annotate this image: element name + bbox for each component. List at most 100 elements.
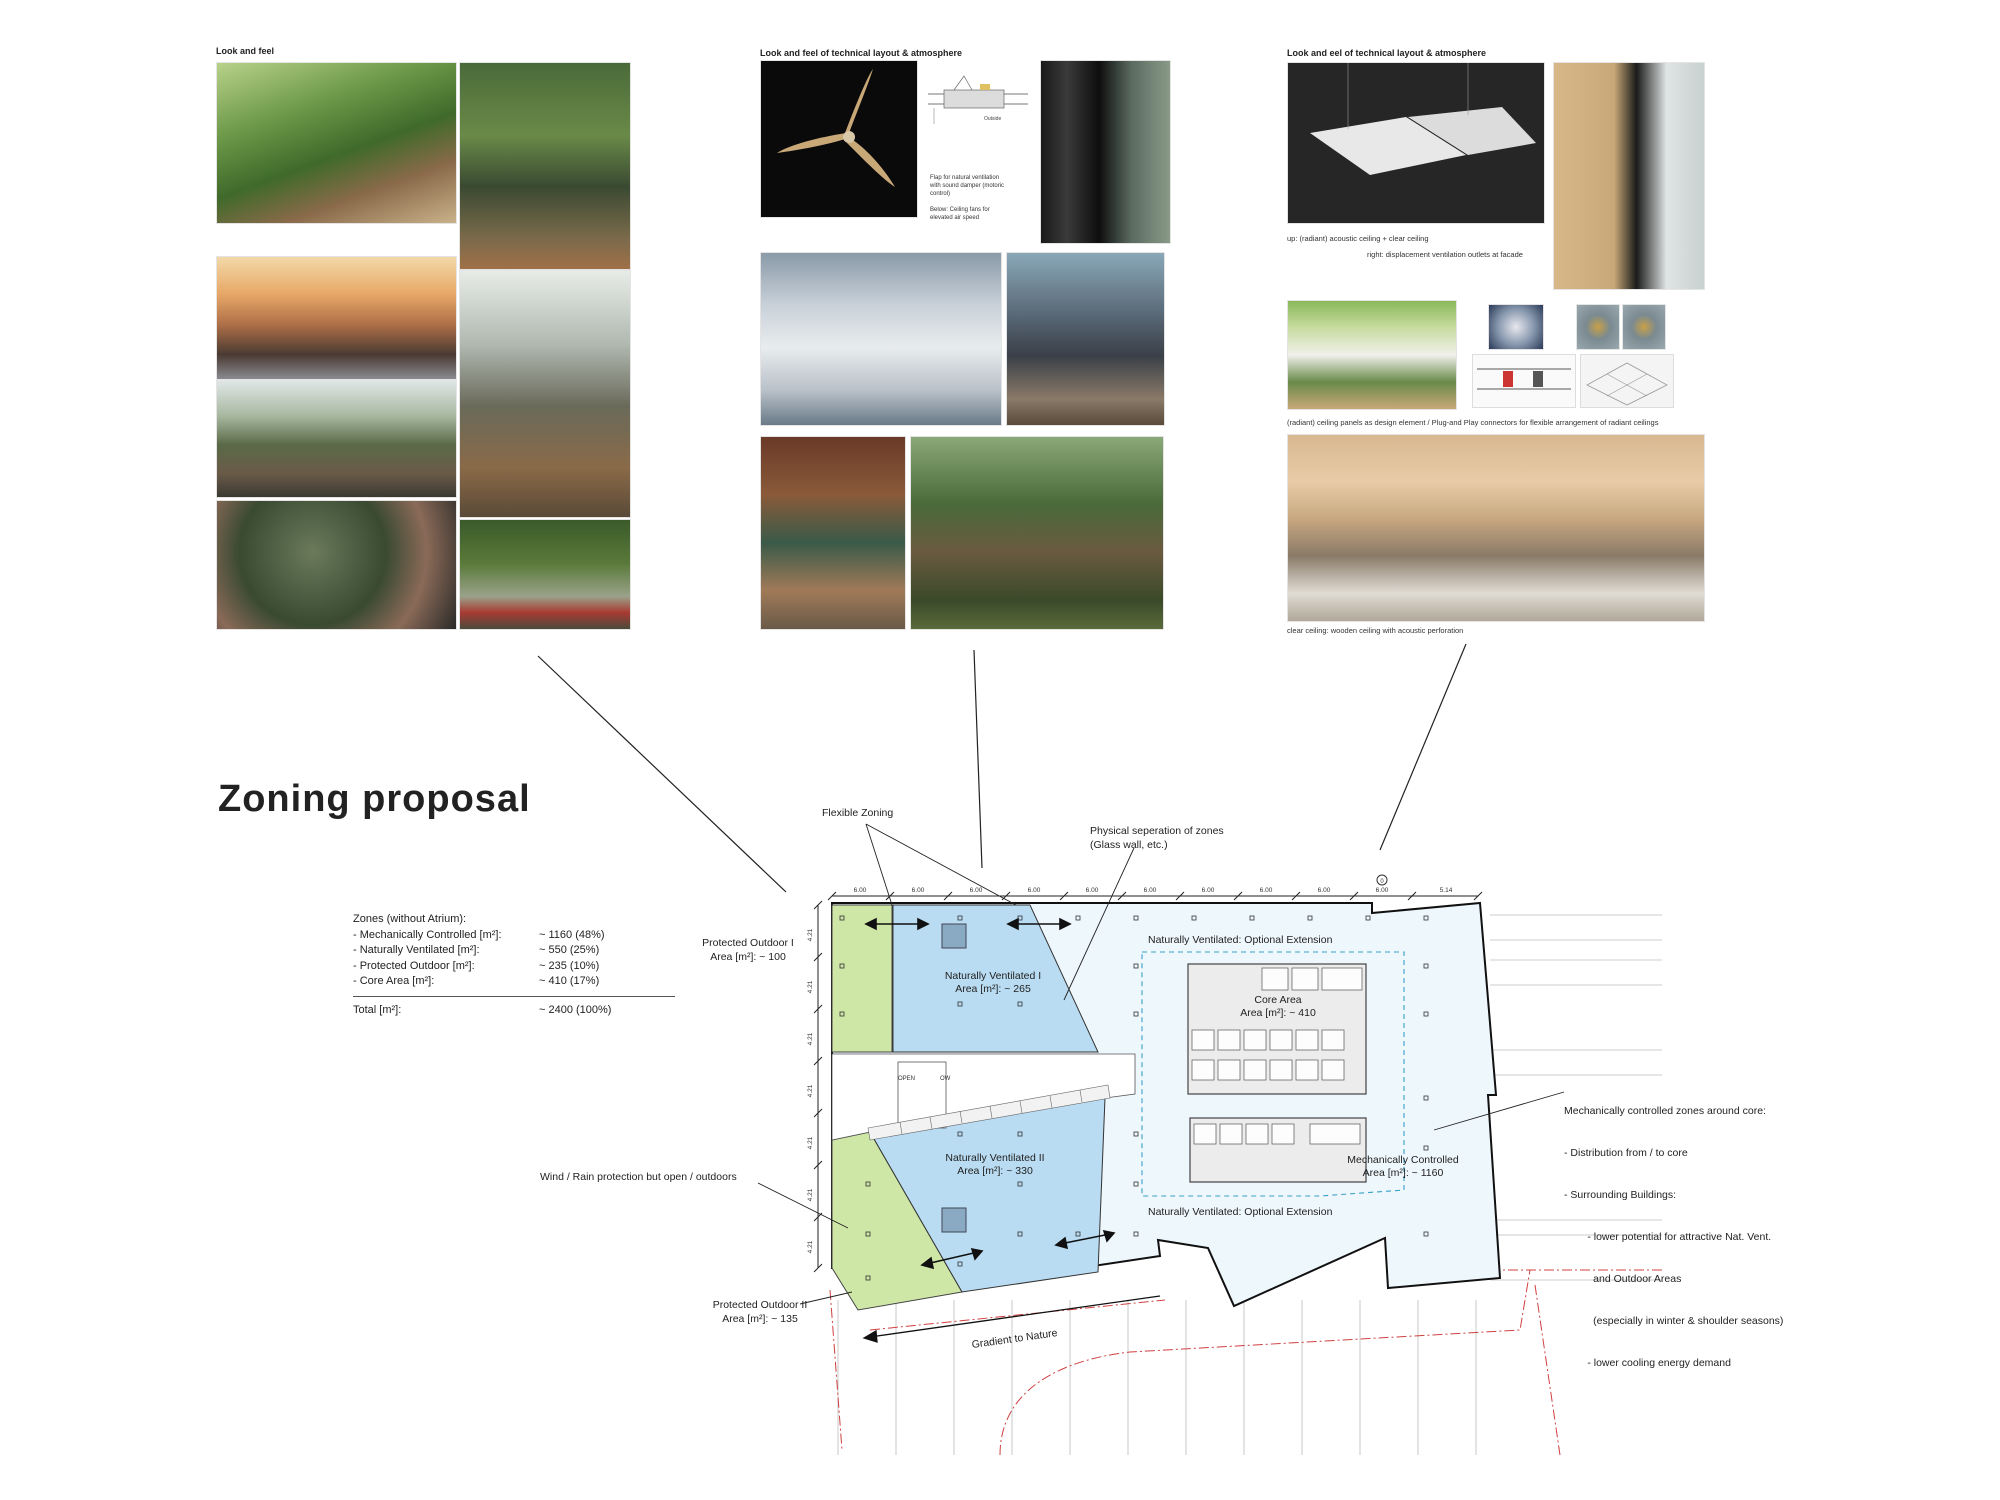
photo-rooftop-lounge — [216, 380, 457, 498]
flap-caption-line: Below: Ceiling fans for — [930, 207, 990, 213]
shaft-1 — [941, 923, 967, 949]
flap-caption: Flap for natural ventilation with sound … — [930, 174, 1004, 222]
nat-ext-top-label: Naturally Ventilated: Optional Extension — [1148, 934, 1333, 946]
zone-label: - Protected Outdoor [m²]: — [353, 959, 475, 972]
zones-row: - Core Area [m²]: ~ 410 (17%) — [353, 974, 683, 990]
mech-area: Area [m²]: ~ 1160 — [1362, 1167, 1444, 1179]
photo-plug-connector-3 — [1622, 304, 1666, 350]
dim-top: 5.14 — [1440, 887, 1453, 894]
acoustic-panel-illustration — [1310, 63, 1536, 175]
total-value: ~ 2400 (100%) — [539, 1003, 612, 1016]
total-label: Total [m²]: — [353, 1003, 402, 1016]
caption-radiant-panels: (radiant) ceiling panels as design eleme… — [1287, 418, 1659, 427]
photo-workspace-people — [1006, 252, 1165, 426]
dim-top: 6.00 — [1028, 887, 1041, 894]
zones-divider — [353, 995, 675, 997]
photo-garden-pavilion — [910, 436, 1164, 630]
core-label: Core Area Area [m²]: ~ 410 — [1208, 994, 1348, 1020]
flap-caption-line: elevated air speed — [930, 215, 980, 221]
caption-displacement-ventilation: right: displacement ventilation outlets … — [1367, 250, 1523, 259]
axis-marker-label: 0 — [1380, 879, 1384, 885]
dim-left: 4.21 — [807, 1188, 814, 1201]
axis-marker — [1376, 874, 1388, 886]
dim-top: 6.00 — [1202, 887, 1215, 894]
zones-heading: Zones (without Atrium): — [353, 913, 467, 925]
flap-caption-line: Flap for natural ventilation — [930, 175, 1000, 181]
zones-row: - Protected Outdoor [m²]:~ 235 (10%) — [353, 959, 683, 975]
core-name: Core Area — [1254, 994, 1302, 1006]
mech-note-line: and Outdoor Areas — [1564, 1273, 1682, 1285]
wind-rain-label: Wind / Rain protection but open / outdoo… — [540, 1171, 737, 1183]
column-grid — [839, 915, 1429, 1281]
dim-top: 6.00 — [970, 887, 983, 894]
physical-separation-line: Physical seperation of zones — [1090, 825, 1224, 837]
dim-top: 6.00 — [912, 887, 925, 894]
zones-divider-row — [353, 990, 683, 1003]
photo-balcony-reading — [216, 62, 457, 224]
photo-courtyard — [459, 270, 631, 518]
photo-plug-connector-1 — [1488, 304, 1544, 350]
mech-note-line: - lower cooling energy demand — [1564, 1357, 1731, 1369]
photo-green-terrace — [459, 62, 631, 270]
dim-left: 4.21 — [807, 928, 814, 941]
protected-outdoor-2-area: Area [m²]: ~ 135 — [722, 1313, 798, 1325]
nat-vent-1-name: Naturally Ventilated I — [944, 970, 1042, 982]
mech-note-line: (especially in winter & shoulder seasons… — [1564, 1315, 1784, 1327]
zone-label: - Naturally Ventilated [m²]: — [353, 944, 480, 956]
photo-plug-connector-2 — [1576, 304, 1620, 350]
dim-left: 4.21 — [807, 1136, 814, 1149]
flexible-zoning-label: Flexible Zoning — [822, 807, 894, 819]
photo-acoustic-ceiling — [1287, 62, 1545, 224]
panel-title-technical-layout: Look and feel of technical layout & atmo… — [760, 48, 963, 58]
zones-table: Zones (without Atrium): - Mechanically C… — [353, 912, 683, 1018]
mech-note-line: - lower potential for attractive Nat. Ve… — [1564, 1231, 1772, 1243]
dim-top: 6.00 — [1318, 887, 1331, 894]
zone-label: - Core Area [m²]: — [353, 975, 435, 987]
zones-row: - Mechanically Controlled [m²]:~ 1160 (4… — [353, 928, 683, 944]
zone-value: ~ 410 (17%) — [539, 975, 600, 987]
core-area: Area [m²]: ~ 410 — [1240, 1007, 1316, 1019]
photo-open-cafeteria — [760, 252, 1002, 426]
core-perimeter — [1141, 951, 1405, 1197]
dim-left: 4.21 — [807, 1240, 814, 1253]
caption-wooden-ceiling: clear ceiling: wooden ceiling with acous… — [1287, 626, 1464, 635]
photo-window-flap — [1040, 60, 1171, 244]
mech-note: Mechanically controlled zones around cor… — [1564, 1076, 1783, 1384]
mech-note-line: Mechanically controlled zones around cor… — [1564, 1105, 1766, 1117]
leader-lines — [757, 823, 1565, 1305]
site-lines — [837, 914, 1662, 1455]
connector-middle — [973, 649, 983, 869]
photo-laptop-sunset — [216, 256, 457, 380]
zones-row: - Naturally Ventilated [m²]:~ 550 (25%) — [353, 943, 683, 959]
page-title: Zoning proposal — [218, 778, 531, 820]
ceiling-fan-illustration — [777, 69, 895, 187]
protected-outdoor-1 — [831, 904, 893, 1053]
connector-right — [1379, 643, 1467, 851]
protected-outdoor-2-name: Protected Outdoor II — [712, 1299, 808, 1311]
connector-left — [537, 655, 787, 893]
photo-laptop-park — [459, 519, 631, 630]
radiant-ceiling-grid — [1580, 354, 1674, 408]
gradient-label: Gradient to Nature — [971, 1327, 1058, 1351]
panel-title-look-and-feel: Look and feel — [216, 46, 275, 56]
dim-left: 4.21 — [807, 1032, 814, 1045]
zones-total-row: Total [m²]: ~ 2400 (100%) — [353, 1003, 683, 1019]
dim-top: 6.00 — [854, 887, 867, 894]
zones-heading-row: Zones (without Atrium): — [353, 912, 683, 928]
protected-outdoor-2-label: Protected Outdoor II Area [m²]: ~ 135 — [700, 1298, 820, 1326]
dim-top: 6.00 — [1144, 887, 1157, 894]
protected-outdoor-1-area: Area [m²]: ~ 100 — [710, 951, 786, 963]
shaft-2 — [941, 1207, 967, 1233]
open-label: OPEN — [898, 1076, 915, 1082]
flap-caption-line: control) — [930, 191, 951, 197]
ventilation-flap-detail: Outside — [924, 64, 1032, 126]
photo-ceiling-fan — [760, 60, 918, 218]
nat-vent-2-name: Naturally Ventilated II — [945, 1152, 1045, 1164]
photo-wooden-ceiling-office — [1287, 434, 1705, 622]
nat-ext-bottom-label: Naturally Ventilated: Optional Extension — [1148, 1206, 1333, 1218]
mech-note-line: - Surrounding Buildings: — [1564, 1189, 1677, 1201]
flex-arrows — [864, 917, 1116, 1270]
dimension-chain-top — [827, 891, 1483, 901]
photo-radiant-panel-lounge — [1287, 300, 1457, 410]
